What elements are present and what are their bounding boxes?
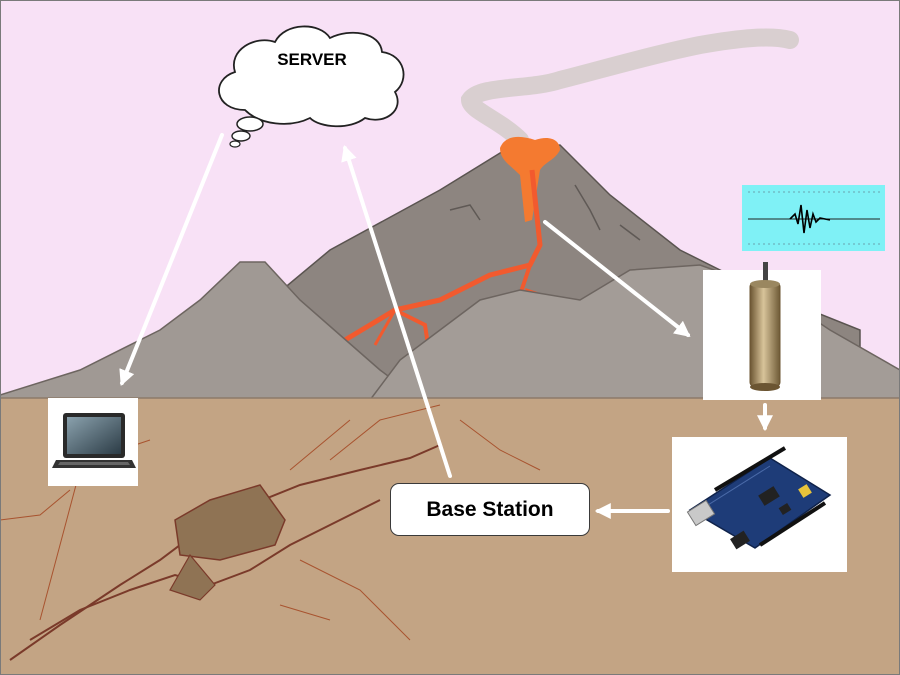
arrow-base-station-to-server bbox=[341, 144, 452, 478]
cloud-icon bbox=[218, 25, 405, 148]
laptop-icon bbox=[48, 398, 138, 486]
seismograph-icon bbox=[742, 185, 885, 251]
arrow-volcano-to-sensor bbox=[543, 220, 691, 337]
geophone-sensor-icon bbox=[703, 262, 821, 400]
microcontroller-board-icon bbox=[672, 437, 847, 572]
arrow-server-to-laptop bbox=[119, 133, 224, 386]
server-label: SERVER bbox=[277, 50, 347, 69]
left-hill bbox=[0, 261, 423, 401]
flow-arrows bbox=[119, 133, 773, 519]
base-station-box: Base Station bbox=[390, 483, 590, 536]
volcano-smoke bbox=[460, 28, 799, 149]
base-station-label: Base Station bbox=[426, 497, 554, 521]
